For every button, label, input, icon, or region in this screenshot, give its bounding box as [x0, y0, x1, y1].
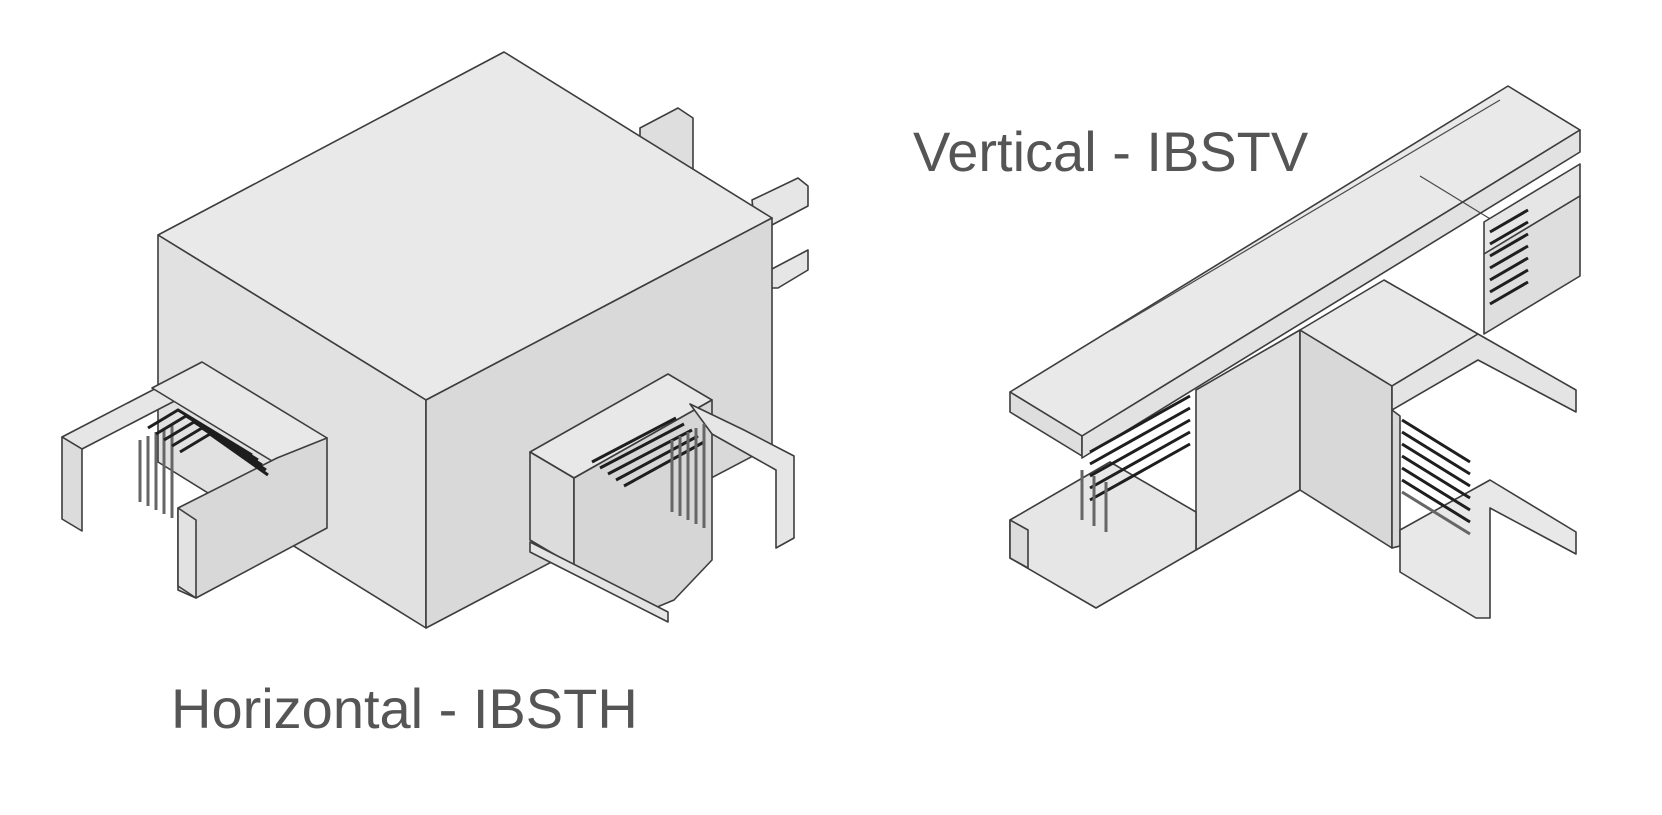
horizontal-tee-left-stub	[61, 361, 328, 599]
horizontal-tee-drawing	[61, 51, 809, 629]
vertical-tee-top-run	[1009, 85, 1581, 459]
vertical-tee-front-right-branch	[1391, 333, 1577, 619]
vertical-tee-riser	[1195, 279, 1479, 551]
vertical-tee-right-upper-stub	[1483, 163, 1581, 335]
vertical-tee-front-left-branch	[1009, 394, 1197, 609]
horizontal-tee-left-conductors	[138, 408, 269, 518]
horizontal-tee-right-conductors	[591, 416, 706, 528]
vertical-tee-caption: Vertical - IBSTV	[913, 120, 1309, 183]
horizontal-tee-right-stub	[529, 373, 795, 623]
horizontal-tee-caption: Horizontal - IBSTH	[171, 677, 638, 740]
vertical-tee-drawing	[1009, 85, 1581, 619]
